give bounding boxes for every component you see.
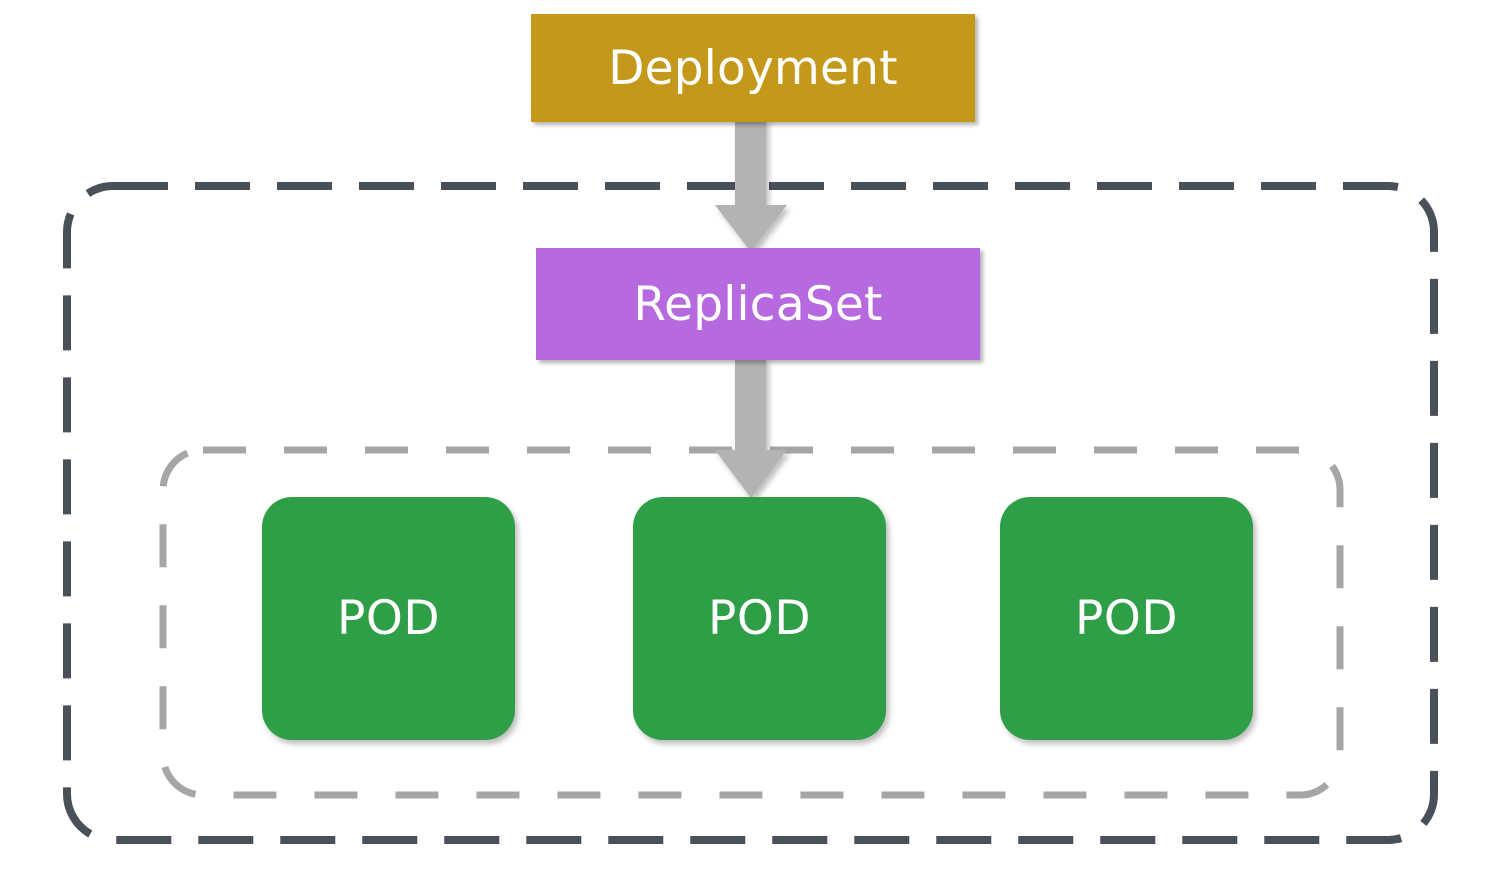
pod-label-2: POD (707, 591, 812, 646)
pod-label-3: POD (1074, 591, 1179, 646)
pod-node-3[interactable]: POD (1000, 497, 1253, 740)
deployment-node[interactable]: Deployment (531, 14, 975, 122)
pod-label-1: POD (336, 591, 441, 646)
deployment-label: Deployment (608, 40, 898, 96)
replicaset-label: ReplicaSet (633, 276, 883, 332)
pod-node-2[interactable]: POD (633, 497, 886, 740)
replicaset-node[interactable]: ReplicaSet (536, 248, 980, 360)
pod-node-1[interactable]: POD (262, 497, 515, 740)
